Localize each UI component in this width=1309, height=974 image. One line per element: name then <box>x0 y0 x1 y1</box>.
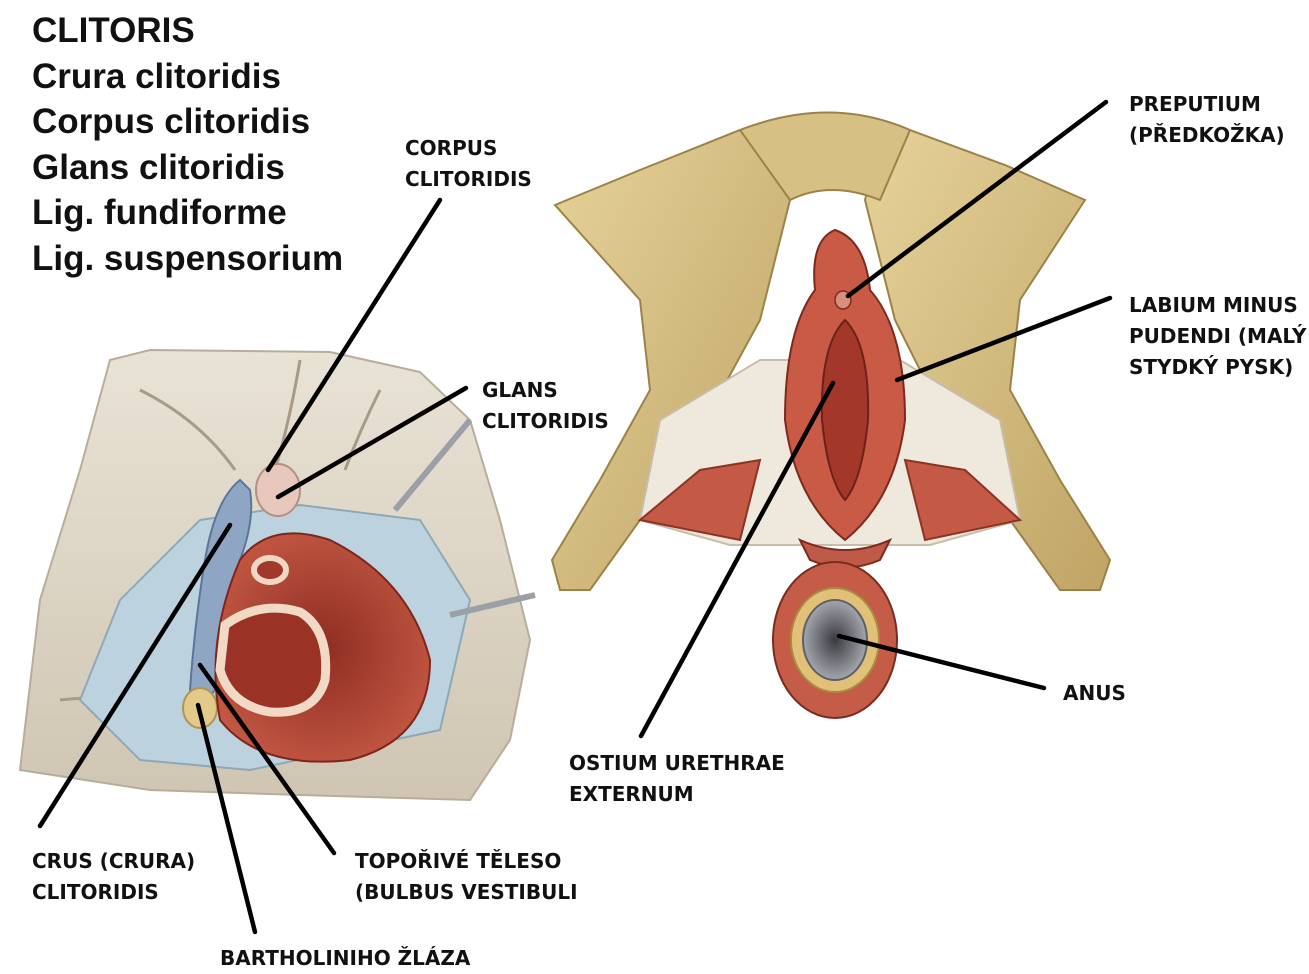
title-crura: Crura clitoridis <box>32 54 343 100</box>
label-preputium-line2: (PŘEDKOŽKA) <box>1129 120 1285 151</box>
label-ostium-line2: EXTERNUM <box>569 779 785 810</box>
urethral-ring <box>254 558 286 582</box>
label-labium-line2: PUDENDI (MALÝ <box>1129 321 1307 352</box>
label-toporive-teleso: TOPOŘIVÉ TĚLESO (BULBUS VESTIBULI <box>355 846 578 908</box>
title-clitoris: CLITORIS <box>32 8 343 54</box>
right-external-illustration <box>552 113 1110 719</box>
title-lig-suspensorium: Lig. suspensorium <box>32 236 343 282</box>
label-bartholin-gland: BARTHOLINIHO ŽLÁZA <box>220 943 470 974</box>
label-corpus-line1: CORPUS <box>405 133 532 164</box>
label-glans-clitoridis: GLANS CLITORIDIS <box>482 375 609 437</box>
label-topor-line2: (BULBUS VESTIBULI <box>355 877 578 908</box>
label-crus-line2: CLITORIDIS <box>32 877 195 908</box>
label-preputium: PREPUTIUM (PŘEDKOŽKA) <box>1129 89 1285 151</box>
label-labium-line3: STYDKÝ PYSK) <box>1129 352 1307 383</box>
label-labium-line1: LABIUM MINUS <box>1129 290 1307 321</box>
label-crus-line1: CRUS (CRURA) <box>32 846 195 877</box>
label-glans-line2: CLITORIDIS <box>482 406 609 437</box>
structure-title-list: CLITORIS Crura clitoridis Corpus clitori… <box>32 8 343 281</box>
label-glans-line1: GLANS <box>482 375 609 406</box>
label-ostium-line1: OSTIUM URETHRAE <box>569 748 785 779</box>
label-anus: ANUS <box>1063 678 1126 709</box>
label-topor-line1: TOPOŘIVÉ TĚLESO <box>355 846 578 877</box>
label-crus-clitoridis: CRUS (CRURA) CLITORIDIS <box>32 846 195 908</box>
label-anus-line1: ANUS <box>1063 678 1126 709</box>
label-corpus-clitoridis: CORPUS CLITORIDIS <box>405 133 532 195</box>
title-lig-fundiforme: Lig. fundiforme <box>32 190 343 236</box>
label-preputium-line1: PREPUTIUM <box>1129 89 1285 120</box>
title-corpus: Corpus clitoridis <box>32 99 343 145</box>
title-glans: Glans clitoridis <box>32 145 343 191</box>
vaginal-opening <box>220 608 326 712</box>
label-labium-minus: LABIUM MINUS PUDENDI (MALÝ STYDKÝ PYSK) <box>1129 290 1307 383</box>
label-corpus-line2: CLITORIDIS <box>405 164 532 195</box>
label-bartholin-line1: BARTHOLINIHO ŽLÁZA <box>220 943 470 974</box>
label-ostium-urethrae: OSTIUM URETHRAE EXTERNUM <box>569 748 785 810</box>
